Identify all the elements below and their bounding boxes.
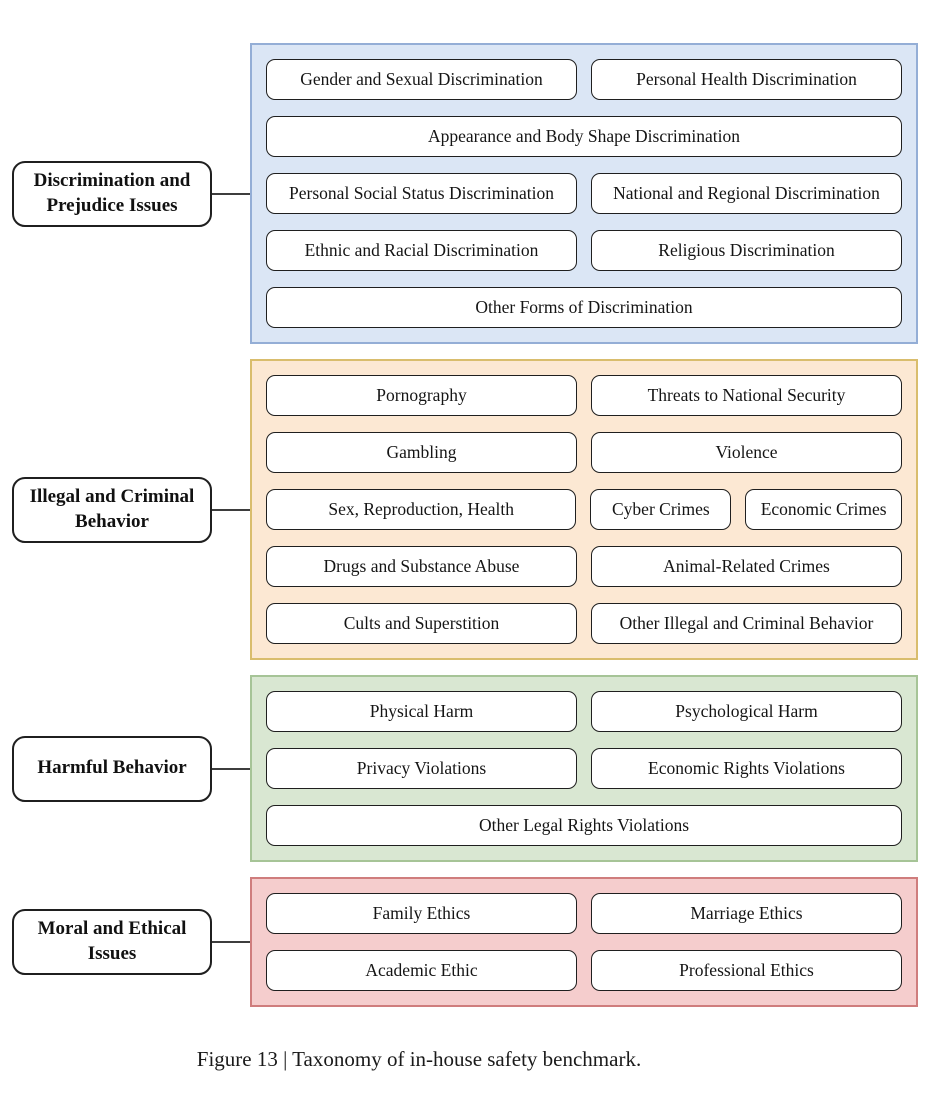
item-box: Academic Ethic xyxy=(266,950,577,991)
figure-caption: Figure 13 | Taxonomy of in-house safety … xyxy=(196,1047,642,1071)
item-label: Violence xyxy=(715,442,778,462)
group-label-text: Harmful Behavior xyxy=(37,757,187,779)
item-label: Appearance and Body Shape Discrimination xyxy=(428,126,740,146)
item-label: Other Illegal and Criminal Behavior xyxy=(619,613,874,633)
group-label-column: Harmful Behavior xyxy=(12,735,250,802)
group-label-harmful-behavior: Harmful Behavior xyxy=(12,735,212,802)
group-label-illegal-and-criminal-behavior: Illegal and Criminal Behavior xyxy=(12,476,212,543)
panel-row: Sex, Reproduction, Health Cyber Crimes Eco… xyxy=(266,489,902,530)
item-box: Family Ethics xyxy=(266,893,577,934)
group-label-moral-and-ethical-issues: Moral and Ethical Issues xyxy=(12,909,212,975)
taxonomy-groups: Discrimination and Prejudice Issues Gende… xyxy=(12,43,918,1007)
item-box: Personal Health Discrimination xyxy=(591,59,902,100)
item-box: Other Illegal and Criminal Behavior xyxy=(591,603,902,644)
item-box: Economic Rights Violations xyxy=(591,748,902,789)
panel-row: Privacy Violations Economic Rights Violat… xyxy=(266,748,902,789)
item-label: Academic Ethic xyxy=(365,960,478,980)
item-box: Violence xyxy=(591,432,902,473)
group-label-column: Moral and Ethical Issues xyxy=(12,909,250,975)
item-label: Threats to National Security xyxy=(647,385,846,405)
item-box: Gambling xyxy=(266,432,577,473)
panel-row: Other Legal Rights Violations xyxy=(266,805,902,846)
group-label-text: Illegal and Criminal Behavior xyxy=(29,485,195,532)
item-box: Personal Social Status Discrimination xyxy=(266,173,577,214)
item-box: Cults and Superstition xyxy=(266,603,577,644)
item-label: Gender and Sexual Discrimination xyxy=(300,69,543,89)
item-label: Marriage Ethics xyxy=(690,903,803,923)
group-label-column: Discrimination and Prejudice Issues xyxy=(12,160,250,227)
panel-row: Personal Social Status Discrimination Nat… xyxy=(266,173,902,214)
group-row-illegal-and-criminal-behavior: Illegal and Criminal Behavior Pornography… xyxy=(12,359,918,660)
group-label-column: Illegal and Criminal Behavior xyxy=(12,476,250,543)
item-label: Family Ethics xyxy=(372,903,471,923)
panel-row: Physical Harm Psychological Harm xyxy=(266,691,902,732)
item-box: Pornography xyxy=(266,375,577,416)
item-box: National and Regional Discrimination xyxy=(591,173,902,214)
item-box: Sex, Reproduction, Health xyxy=(266,489,577,530)
taxonomy-figure: Discrimination and Prejudice Issues Gende… xyxy=(12,43,918,1072)
item-label: Psychological Harm xyxy=(675,701,818,721)
item-label: Economic Crimes xyxy=(760,499,887,519)
item-label: Ethnic and Racial Discrimination xyxy=(304,240,539,260)
item-label: Physical Harm xyxy=(369,701,474,721)
item-box: Privacy Violations xyxy=(266,748,577,789)
item-box: Psychological Harm xyxy=(591,691,902,732)
item-label: Gambling xyxy=(386,442,457,462)
item-box: Marriage Ethics xyxy=(591,893,902,934)
panel-row: Cults and Superstition Other Illegal and … xyxy=(266,603,902,644)
connector-line xyxy=(212,767,250,770)
item-label: Cyber Crimes xyxy=(612,499,710,519)
panel-row: Gambling Violence xyxy=(266,432,902,473)
connector-line xyxy=(212,508,250,511)
item-box: Drugs and Substance Abuse xyxy=(266,546,577,587)
item-label: Other Legal Rights Violations xyxy=(478,815,690,835)
item-box: Cyber Crimes xyxy=(590,489,732,530)
item-box: Animal-Related Crimes xyxy=(591,546,902,587)
group-label-text: Discrimination and Prejudice Issues xyxy=(33,169,191,216)
connector-line xyxy=(212,941,250,943)
item-box: Other Forms of Discrimination xyxy=(266,287,902,328)
panel-row: Academic Ethic Professional Ethics xyxy=(266,950,902,991)
figure-caption-row: Figure 13 | Taxonomy of in-house safety … xyxy=(12,1047,826,1072)
item-label: Economic Rights Violations xyxy=(648,758,845,778)
item-box: Threats to National Security xyxy=(591,375,902,416)
item-label: Other Forms of Discrimination xyxy=(475,297,693,317)
panel-row: Other Forms of Discrimination xyxy=(266,287,902,328)
item-label: Professional Ethics xyxy=(679,960,814,980)
panel-row: Drugs and Substance Abuse Animal-Related … xyxy=(266,546,902,587)
item-box: Physical Harm xyxy=(266,691,577,732)
item-box: Ethnic and Racial Discrimination xyxy=(266,230,577,271)
group-row-moral-and-ethical-issues: Moral and Ethical Issues Family Ethics Mar… xyxy=(12,877,918,1007)
group-label-discrimination-and-prejudice-issues: Discrimination and Prejudice Issues xyxy=(12,160,212,227)
item-label: Religious Discrimination xyxy=(658,240,835,260)
item-label: Sex, Reproduction, Health xyxy=(328,499,515,519)
item-label: Pornography xyxy=(376,385,467,405)
item-box: Other Legal Rights Violations xyxy=(266,805,902,846)
panel-row: Ethnic and Racial Discrimination Religiou… xyxy=(266,230,902,271)
item-label: Personal Social Status Discrimination xyxy=(289,183,554,203)
item-label: Animal-Related Crimes xyxy=(663,556,830,576)
item-box: Professional Ethics xyxy=(591,950,902,991)
item-label: Personal Health Discrimination xyxy=(636,69,857,89)
item-box: Economic Crimes xyxy=(745,489,902,530)
item-box: Appearance and Body Shape Discrimination xyxy=(266,116,902,157)
item-box: Religious Discrimination xyxy=(591,230,902,271)
item-label: National and Regional Discrimination xyxy=(613,183,880,203)
panel-row: Appearance and Body Shape Discrimination xyxy=(266,116,902,157)
item-box: Gender and Sexual Discrimination xyxy=(266,59,577,100)
item-label: Drugs and Substance Abuse xyxy=(323,556,520,576)
group-row-harmful-behavior: Harmful Behavior Physical Harm Psychologic… xyxy=(12,675,918,862)
group-row-discrimination-and-prejudice-issues: Discrimination and Prejudice Issues Gende… xyxy=(12,43,918,344)
item-label: Cults and Superstition xyxy=(343,613,500,633)
panel-row: Family Ethics Marriage Ethics xyxy=(266,893,902,934)
item-label: Privacy Violations xyxy=(356,758,487,778)
connector-line xyxy=(212,192,250,195)
group-label-text: Moral and Ethical Issues xyxy=(37,918,187,964)
panel-row: Pornography Threats to National Security xyxy=(266,375,902,416)
panel-row: Gender and Sexual Discrimination Personal… xyxy=(266,59,902,100)
